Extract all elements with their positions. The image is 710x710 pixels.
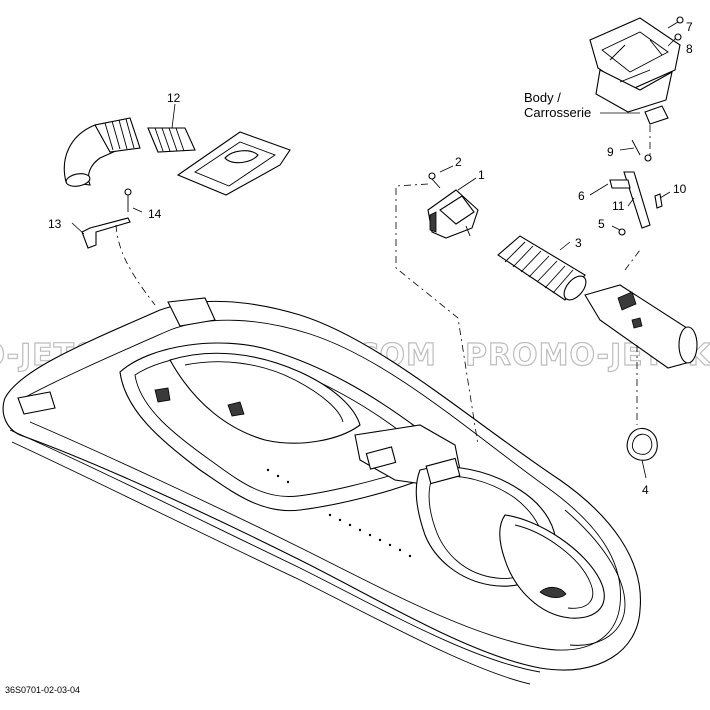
body-attachment: [589, 16, 684, 125]
leader-lines: [71, 21, 679, 479]
part-1-adaptor: [427, 189, 479, 239]
body-label: Body / Carrosserie: [524, 90, 591, 120]
callout-12: 12: [167, 91, 181, 105]
callout-14: 14: [148, 207, 162, 221]
callout-2: 2: [455, 155, 462, 169]
diagram-reference-number: 36S0701-02-03-04: [5, 685, 80, 695]
part-12-air-intake: [63, 117, 291, 196]
part-13-bracket: [81, 217, 131, 249]
body-label-line-1: Body /: [524, 90, 561, 105]
part-4-ring: [626, 427, 658, 461]
callout-1: 1: [478, 168, 485, 182]
hull-body: [2, 297, 642, 685]
part-5-nut: [618, 228, 626, 236]
part-strap-assembly: [584, 284, 698, 369]
deck-grip-dots: [266, 468, 412, 558]
callout-labels: 1 2 3 4 5 6 7 8 9 10 11 12 13 14: [48, 20, 693, 497]
callout-13: 13: [48, 217, 62, 231]
part-10-clip: [654, 193, 663, 209]
part-3-hose: [497, 235, 587, 301]
callout-4: 4: [642, 483, 649, 497]
callout-8: 8: [686, 42, 693, 56]
part-11-strap: [623, 171, 651, 229]
body-label-line-2: Carrosserie: [524, 105, 591, 120]
part-9-pin: [631, 139, 652, 162]
callout-7: 7: [686, 20, 693, 34]
callout-10: 10: [673, 182, 687, 196]
callout-3: 3: [575, 236, 582, 250]
part-6-bolt: [609, 179, 631, 189]
callout-11: 11: [612, 199, 625, 213]
callout-5: 5: [598, 217, 605, 231]
part-2-screw: [428, 172, 441, 189]
assembly-lines: [115, 125, 651, 446]
callout-9: 9: [607, 145, 614, 159]
callout-6: 6: [578, 189, 585, 203]
part-14-screw: [124, 188, 132, 212]
